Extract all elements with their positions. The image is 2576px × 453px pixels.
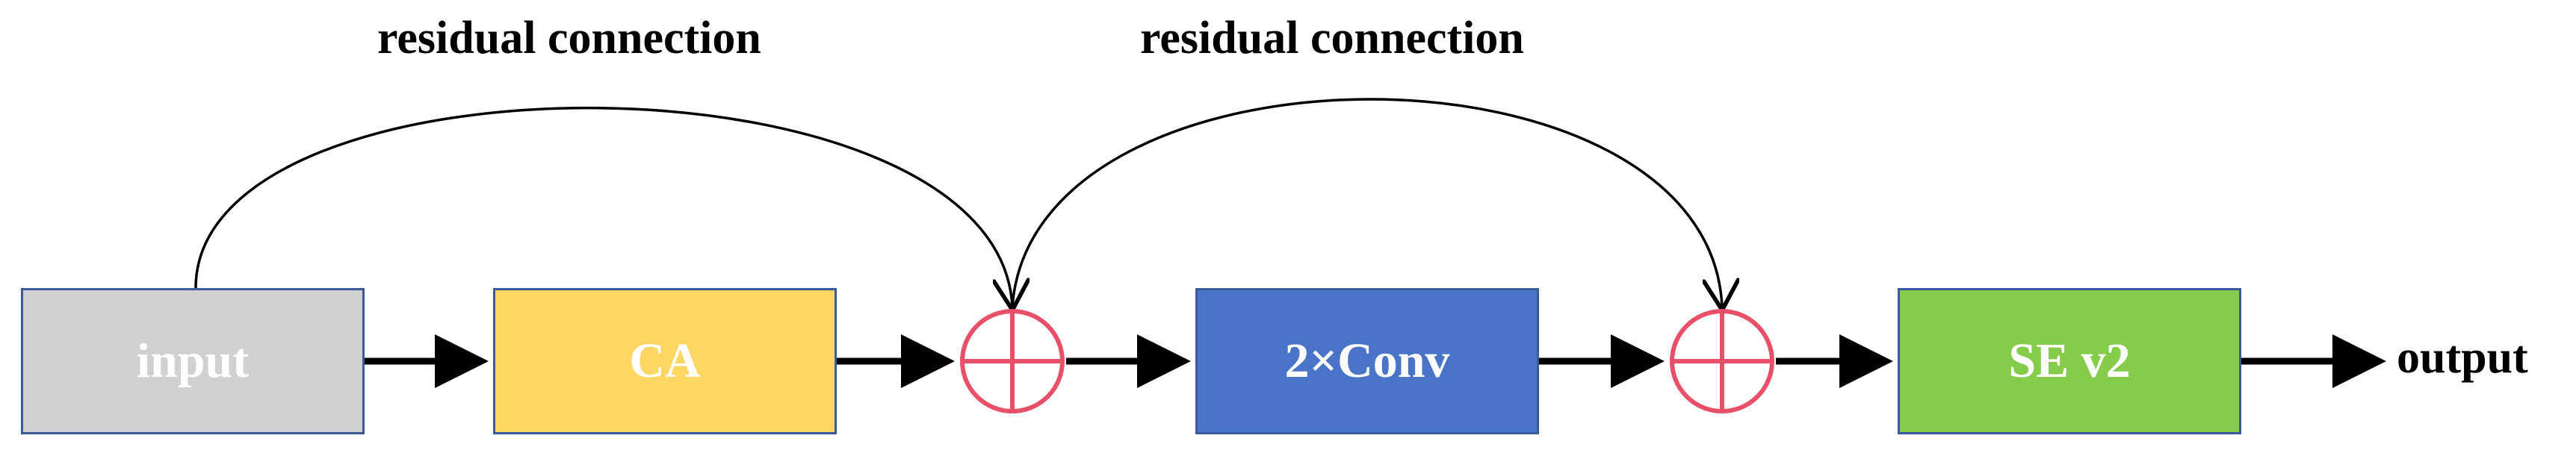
input-block: input <box>21 288 365 434</box>
residual-connection-arc-2 <box>1011 98 1722 307</box>
circled-plus-icon <box>960 309 1065 413</box>
se-v2-block: SE v2 <box>1898 288 2241 434</box>
ca-block: CA <box>493 288 837 434</box>
output-label: output <box>2397 332 2528 383</box>
residual-connection-label: residual connection <box>1140 13 1524 63</box>
circled-plus-icon <box>1670 309 1774 413</box>
conv-block: 2×Conv <box>1195 288 1539 434</box>
residual-connection-label: residual connection <box>377 13 761 63</box>
residual-connection-arc-1 <box>194 107 1012 307</box>
